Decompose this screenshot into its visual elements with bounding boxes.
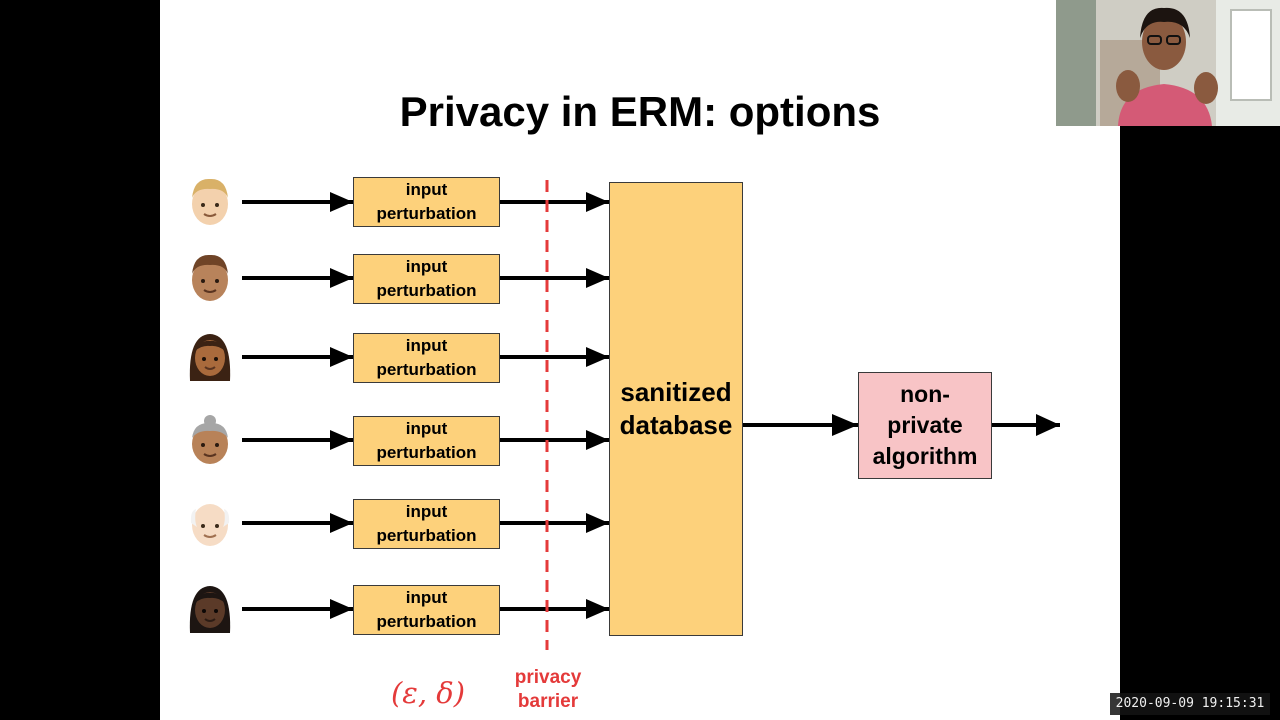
privacy-barrier-line2: barrier bbox=[517, 691, 579, 712]
slide-title: Privacy in ERM: options bbox=[399, 88, 881, 135]
video-timestamp: 2020-09-09 19:15:31 bbox=[1110, 693, 1270, 715]
box-label-line2: perturbation bbox=[376, 443, 477, 462]
database-label-line2: database bbox=[619, 410, 733, 440]
input-perturbation-box: input perturbation bbox=[353, 416, 500, 466]
algorithm-label-line2: private bbox=[887, 412, 963, 438]
diagram-connectors bbox=[242, 180, 1060, 650]
privacy-barrier-label: privacy barrier bbox=[498, 666, 598, 714]
slide: Privacy in ERM: options bbox=[160, 0, 1120, 720]
algorithm-arrows bbox=[742, 414, 1060, 436]
presenter-video[interactable] bbox=[1056, 0, 1280, 126]
box-label-line1: input bbox=[405, 419, 448, 438]
box-label-line2: perturbation bbox=[376, 281, 477, 300]
box-label-line1: input bbox=[405, 502, 448, 521]
person-blond-icon bbox=[192, 178, 228, 225]
box-label-line2: perturbation bbox=[376, 526, 477, 545]
person-brown-icon bbox=[192, 254, 228, 301]
presenter-video-icon bbox=[1056, 0, 1280, 126]
person-long-hair-icon bbox=[189, 334, 231, 381]
woman-dark-icon bbox=[189, 586, 231, 633]
box-label-line2: perturbation bbox=[376, 204, 477, 223]
database-label-line1: sanitized bbox=[620, 377, 732, 407]
non-private-algorithm-box: non- private algorithm bbox=[858, 372, 992, 479]
algorithm-label-line1: non- bbox=[900, 381, 950, 407]
box-label-line1: input bbox=[405, 257, 448, 276]
box-label-line2: perturbation bbox=[376, 360, 477, 379]
box-label-line1: input bbox=[405, 588, 448, 607]
privacy-barrier-line1: privacy bbox=[514, 667, 582, 688]
algorithm-label-line3: algorithm bbox=[872, 443, 978, 469]
box-label-line2: perturbation bbox=[376, 612, 477, 631]
input-perturbation-box: input perturbation bbox=[353, 333, 500, 383]
input-perturbation-box: input perturbation bbox=[353, 499, 500, 549]
database-arrows bbox=[499, 192, 609, 619]
box-label-line1: input bbox=[405, 336, 448, 355]
older-man-icon bbox=[190, 504, 230, 546]
older-woman-icon bbox=[192, 415, 228, 464]
box-label-line1: input bbox=[405, 180, 448, 199]
input-arrows bbox=[242, 192, 353, 619]
input-perturbation-box: input perturbation bbox=[353, 585, 500, 635]
epsilon-delta-label: (ε, δ) bbox=[390, 676, 466, 710]
sanitized-database-box: sanitized database bbox=[609, 182, 743, 636]
input-perturbation-box: input perturbation bbox=[353, 177, 500, 227]
input-perturbation-box: input perturbation bbox=[353, 254, 500, 304]
